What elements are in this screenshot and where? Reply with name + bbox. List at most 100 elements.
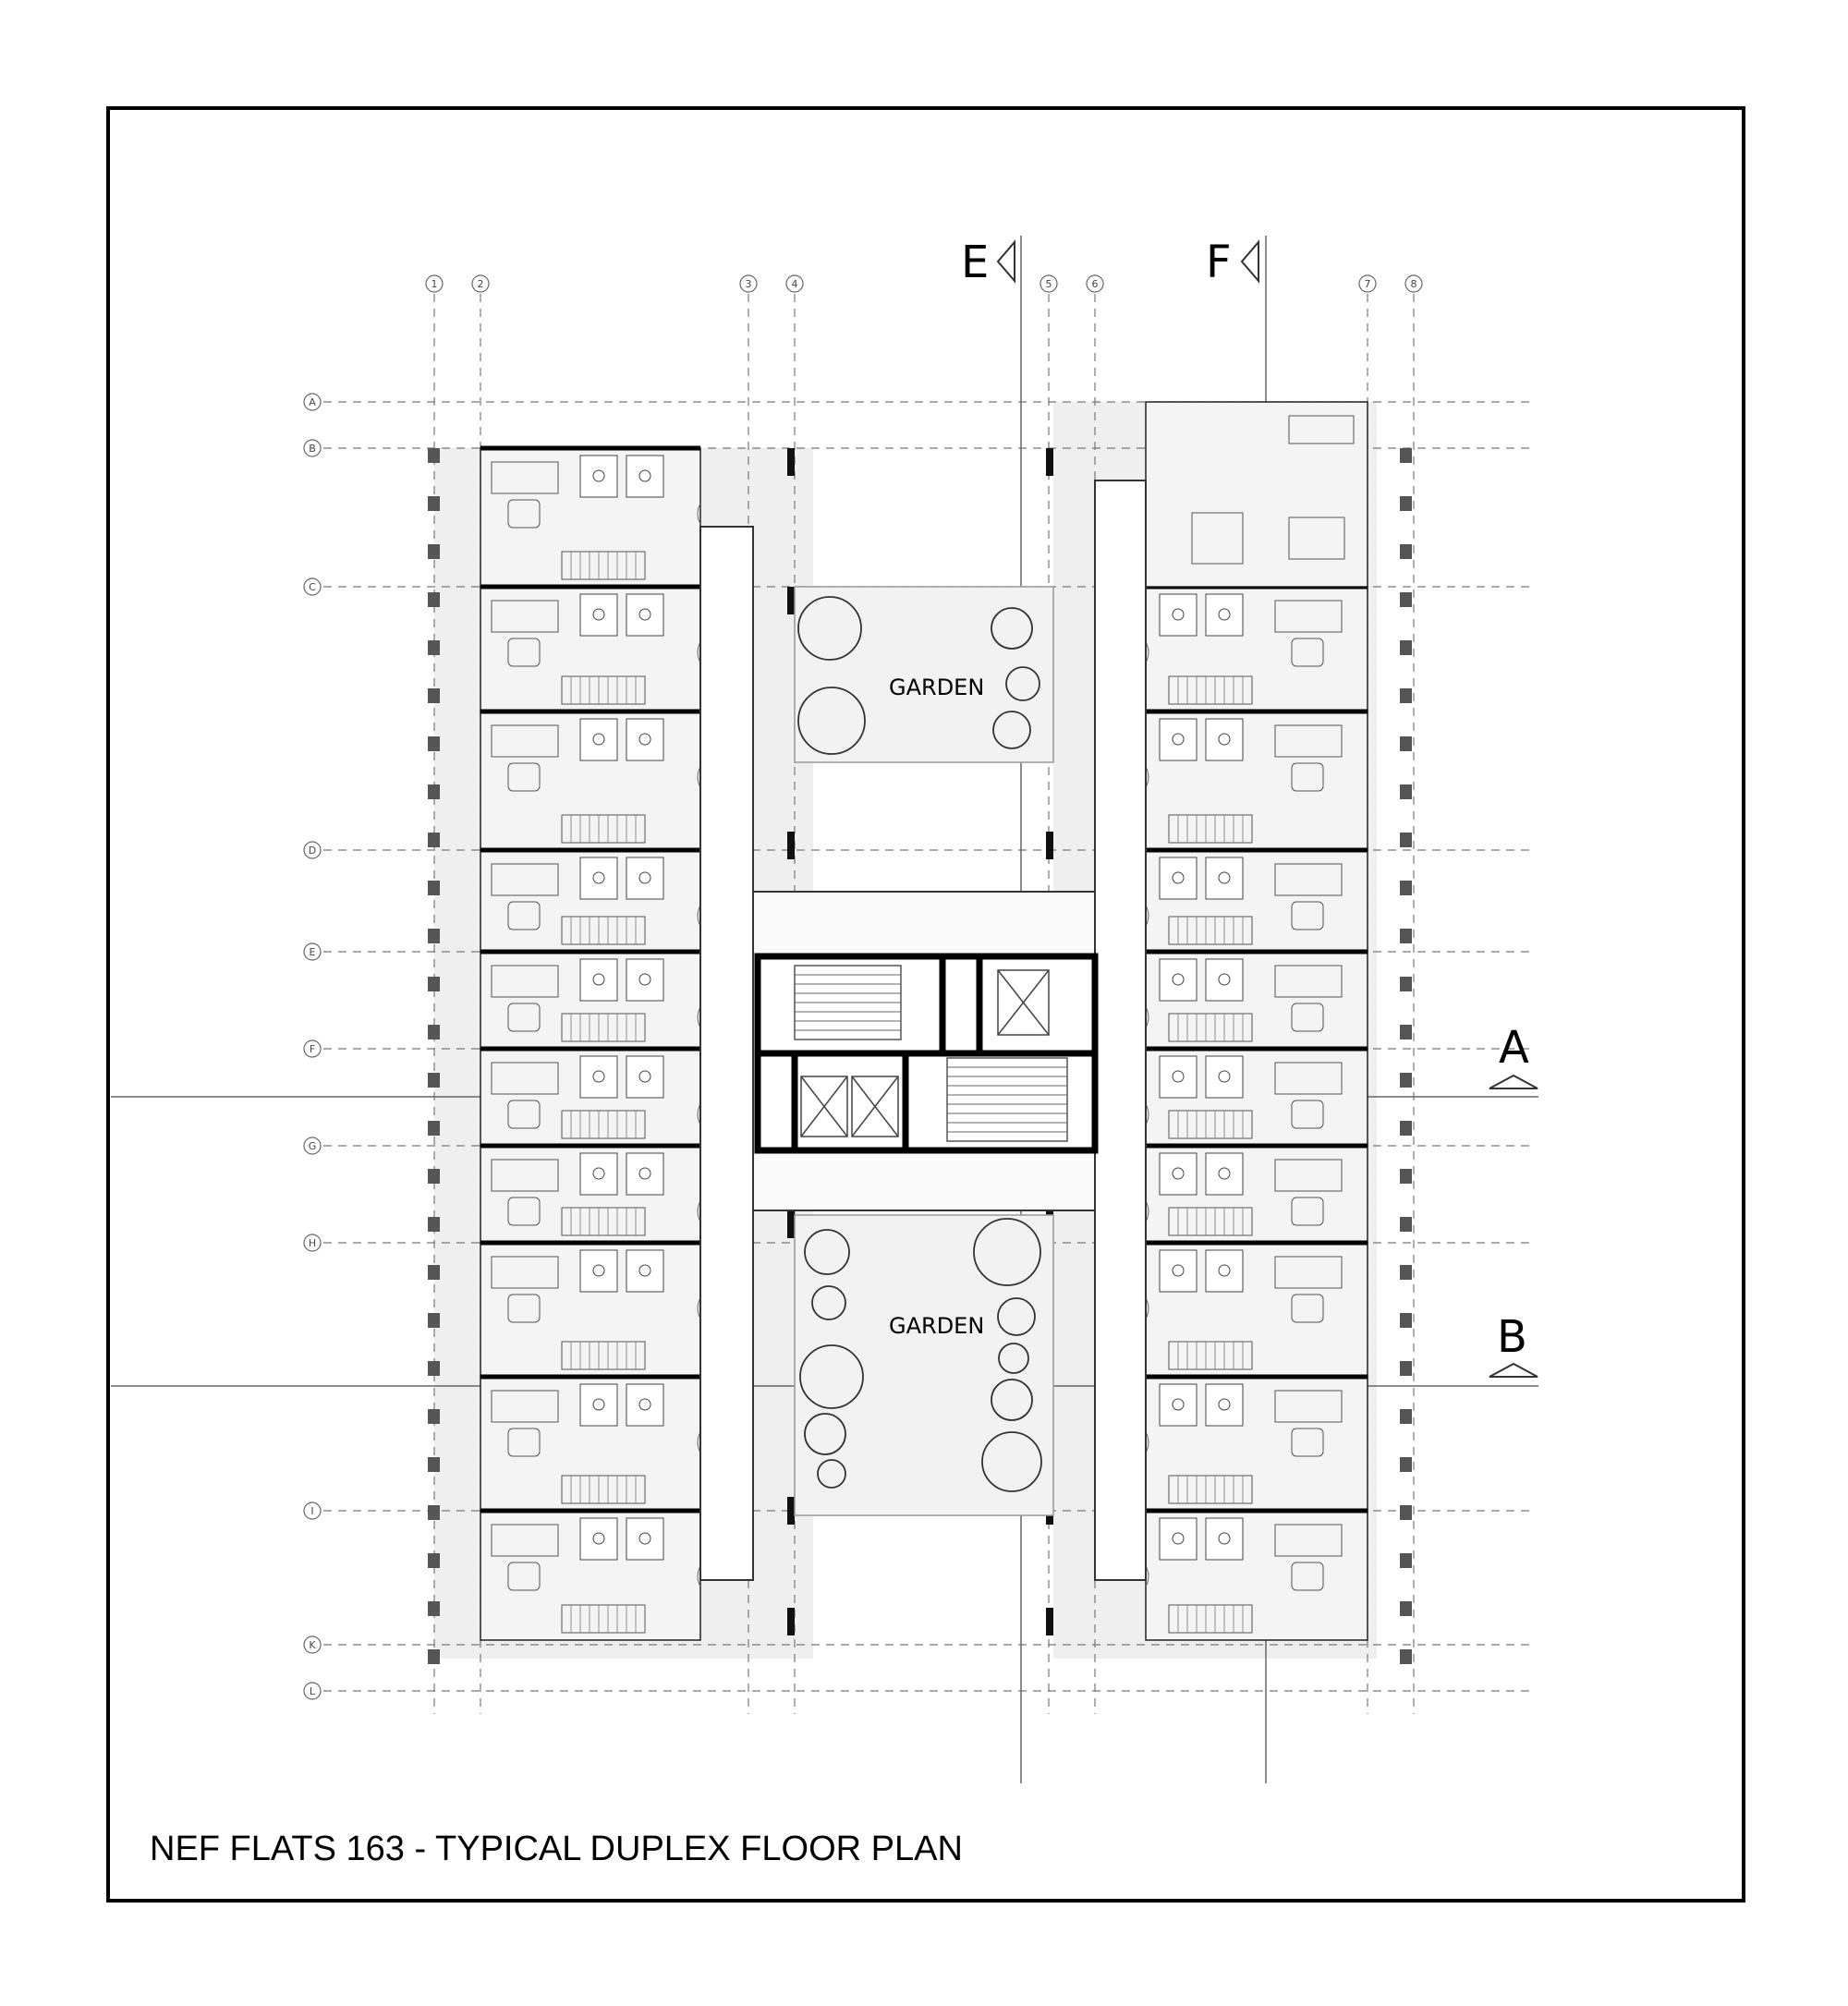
grid-column-label: 1: [432, 278, 438, 290]
grid-column-label: 8: [1411, 278, 1417, 290]
apartment-unit: [480, 1508, 701, 1641]
garden-bottom: GARDEN: [794, 1214, 1054, 1516]
section-arrow-b: [1489, 1362, 1538, 1378]
tree-icon: [997, 1297, 1036, 1336]
tree-icon: [998, 1343, 1029, 1374]
apartment-unit: [1145, 709, 1368, 851]
units-east-wing: [1145, 401, 1368, 1641]
grid-row-marker: F: [303, 1039, 322, 1058]
apartment-unit: [480, 847, 701, 953]
grid-row-label: A: [309, 396, 316, 408]
grid-column-marker: 3: [739, 274, 758, 293]
grid-row-marker: I: [303, 1501, 322, 1520]
grid-column-label: 6: [1092, 278, 1099, 290]
garden-top-trees: [797, 596, 1040, 755]
facade-piers: [428, 448, 1412, 1664]
grid-column-markers: 1 2 3 4 5 6 7 8: [425, 274, 1423, 293]
tree-icon: [992, 711, 1031, 749]
grid-row-marker: L: [303, 1682, 322, 1700]
section-marker-e: E: [961, 237, 1015, 288]
garden-bottom-label: GARDEN: [889, 1313, 984, 1339]
grid-column-marker: 8: [1404, 274, 1423, 293]
grid-column-label: 7: [1365, 278, 1371, 290]
grid-row-marker: D: [303, 841, 322, 859]
corridor-west: [699, 526, 754, 1581]
apartment-unit: [1145, 1143, 1368, 1244]
section-label-a: A: [1499, 1022, 1529, 1074]
grid-row-label: E: [310, 946, 316, 958]
building-core: [752, 891, 1099, 1211]
apartment-unit: [480, 709, 701, 851]
grid-column-label: 4: [792, 278, 798, 290]
section-marker-f: F: [1206, 237, 1259, 288]
apartment-unit: [480, 1374, 701, 1512]
grid-row-label: I: [310, 1505, 313, 1517]
garden-top: GARDEN: [794, 586, 1054, 763]
grid-row-marker: H: [303, 1234, 322, 1252]
grid-row-label: F: [310, 1043, 315, 1055]
grid-column-marker: 6: [1086, 274, 1104, 293]
tree-icon: [991, 1379, 1033, 1421]
grid-row-marker: B: [303, 439, 322, 457]
tree-icon: [797, 596, 862, 661]
section-arrow-e: [996, 239, 1015, 284]
tree-icon: [804, 1229, 850, 1275]
grid-row-marker: C: [303, 577, 322, 596]
grid-row-marker: A: [303, 393, 322, 411]
section-marker-b: B: [1489, 1311, 1538, 1378]
tree-icon: [973, 1218, 1041, 1286]
garden-bottom-trees: [799, 1218, 1042, 1492]
grid-column-label: 5: [1046, 278, 1052, 290]
apartment-unit: [1145, 949, 1368, 1050]
grid-column-marker: 5: [1040, 274, 1058, 293]
grid-column-marker: 1: [425, 274, 444, 293]
garden-bottom-area: [794, 1214, 1054, 1516]
elevator-north: [997, 969, 1050, 1036]
apartment-unit: [1145, 847, 1368, 953]
grid-column-label: 3: [746, 278, 752, 290]
apartment-unit: [1145, 1240, 1368, 1378]
section-marker-a: A: [1489, 1022, 1538, 1089]
apartment-unit: [480, 1143, 701, 1244]
section-arrow-f: [1240, 239, 1259, 284]
tree-icon: [1005, 666, 1040, 701]
grid-row-label: D: [309, 845, 316, 857]
elevator-south: [800, 1076, 899, 1137]
tree-icon: [797, 687, 866, 755]
apartment-unit: [480, 445, 701, 588]
apartment-unit: [480, 584, 701, 712]
grid-column-marker: 4: [785, 274, 804, 293]
tree-icon: [804, 1413, 846, 1455]
apartment-unit: [480, 1240, 701, 1378]
grid-column-label: 2: [478, 278, 484, 290]
corridors: [699, 480, 1147, 1581]
corridor-east: [1094, 480, 1147, 1581]
grid-row-label: B: [309, 443, 316, 455]
tree-icon: [991, 607, 1033, 650]
apartment-unit: [1145, 1374, 1368, 1512]
apartment-unit: [1145, 584, 1368, 712]
apartment-unit: [1145, 1046, 1368, 1147]
grid-row-label: K: [309, 1639, 316, 1651]
garden-top-area: [794, 586, 1054, 763]
drawing-frame: [106, 106, 1745, 1903]
grid-row-marker: E: [303, 942, 322, 961]
grid-row-label: H: [309, 1237, 316, 1249]
units-west-wing: [480, 445, 701, 1641]
section-label-b: B: [1497, 1311, 1527, 1363]
grid-column-marker: 7: [1358, 274, 1377, 293]
grid-column-marker: 2: [471, 274, 490, 293]
tree-icon: [811, 1285, 846, 1320]
apartment-unit: [480, 949, 701, 1050]
apartment-unit: [1145, 1508, 1368, 1641]
tree-icon: [817, 1459, 846, 1489]
section-arrow-a: [1489, 1074, 1538, 1089]
apartment-unit: [480, 1046, 701, 1147]
section-label-f: F: [1206, 237, 1232, 288]
grid-row-label: C: [309, 581, 316, 593]
garden-top-label: GARDEN: [889, 675, 984, 700]
tree-icon: [981, 1431, 1042, 1492]
tree-icon: [799, 1344, 864, 1409]
